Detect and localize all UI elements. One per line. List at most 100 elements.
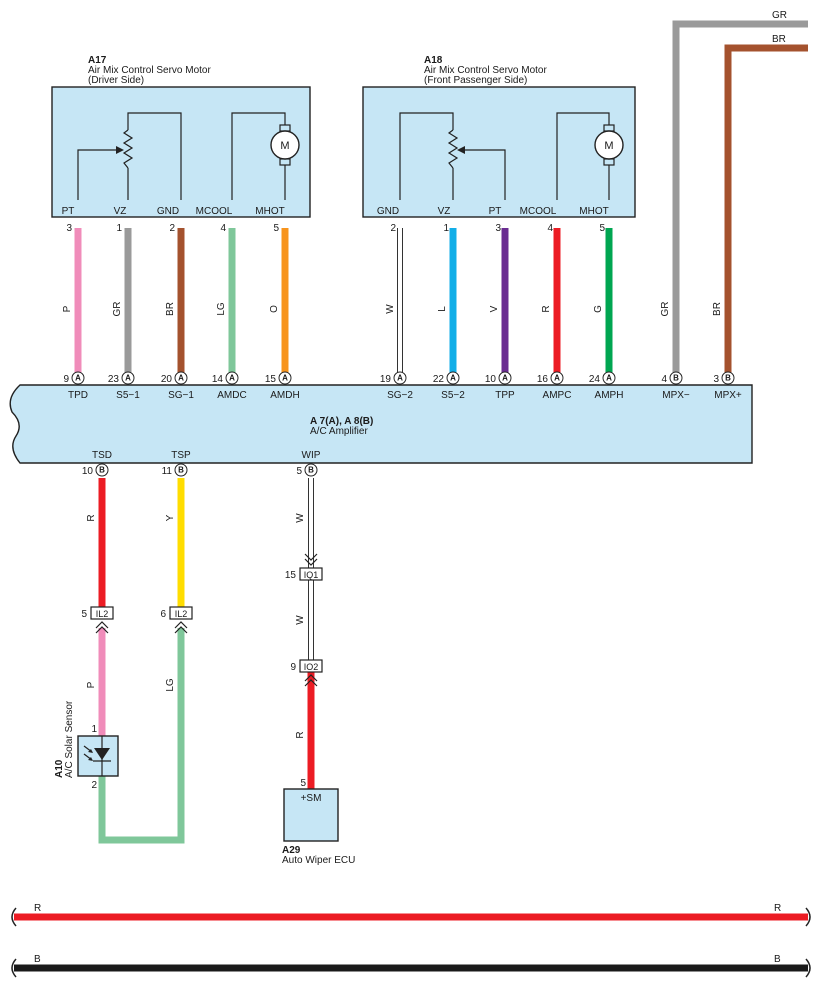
il2-right-pin: 6 bbox=[160, 609, 166, 620]
connector-il2-left: 5 IL2 bbox=[81, 606, 114, 634]
amp-connector-letter: A bbox=[229, 374, 235, 383]
amp-terminal-name: AMDH bbox=[270, 390, 299, 401]
a17-terminal-pt: PT bbox=[62, 206, 75, 217]
wire-color-label: LG bbox=[216, 302, 227, 316]
bus-red-right-label: R bbox=[774, 903, 781, 914]
bus-black-right-label: B bbox=[774, 954, 781, 965]
iq1-pin: 15 bbox=[285, 570, 297, 581]
wire-tsp-lg bbox=[98, 628, 185, 844]
amp-connector-circle bbox=[304, 463, 318, 477]
amp-connector-circle bbox=[669, 371, 683, 385]
connector-il2-right: 6 IL2 bbox=[160, 606, 193, 634]
amp-terminal-name: TSD bbox=[92, 450, 112, 461]
bus-red-left-label: R bbox=[34, 903, 41, 914]
amp-connector-circle bbox=[225, 371, 239, 385]
a17-terminal-mcool: MCOOL bbox=[196, 206, 233, 217]
amp-connector-letter: A bbox=[606, 374, 612, 383]
amp-terminal-name: AMPC bbox=[543, 390, 572, 401]
a17-terminal-gnd: GND bbox=[157, 206, 179, 217]
a18-pin: 5 bbox=[599, 223, 605, 234]
a17-terminals: PT VZ GND MCOOL MHOT bbox=[62, 206, 285, 217]
a29-code: A29 bbox=[282, 845, 301, 856]
il2-left-label: IL2 bbox=[96, 609, 109, 619]
amp-connector-circle bbox=[71, 371, 85, 385]
amp-connector-letter: A bbox=[75, 374, 81, 383]
amp-terminal-name: MPX− bbox=[662, 390, 690, 401]
a18-motor-icon: M bbox=[556, 112, 624, 200]
amp-name: A/C Amplifier bbox=[310, 426, 368, 437]
bus-lines: R R B B bbox=[11, 903, 811, 978]
amp-connector-circle bbox=[95, 463, 109, 477]
a29-pin: 5 bbox=[300, 778, 306, 789]
a18-name: Air Mix Control Servo Motor bbox=[424, 65, 547, 76]
amp-pin-number: 10 bbox=[485, 374, 497, 385]
a18-box bbox=[362, 86, 636, 218]
lower-connectors: 5 IL2 6 IL2 15 IQ1 9 IO2 bbox=[81, 553, 323, 687]
a17-code: A17 bbox=[88, 55, 107, 66]
il2-left-pin: 5 bbox=[81, 609, 87, 620]
photodiode-icon bbox=[83, 736, 111, 776]
amp-connector-letter: B bbox=[725, 374, 731, 383]
amp-terminal-name: S5−2 bbox=[441, 390, 465, 401]
mpx-br-label: BR bbox=[772, 34, 786, 45]
mpx-gr-label: GR bbox=[772, 10, 787, 21]
amp-connector-circle bbox=[174, 463, 188, 477]
a17-terminal-vz: VZ bbox=[114, 206, 127, 217]
amp-pin-number: 22 bbox=[433, 374, 445, 385]
wire-mpx-gr bbox=[672, 20, 808, 378]
amp-connector-circle bbox=[174, 371, 188, 385]
a17-pin: 2 bbox=[169, 223, 175, 234]
a18-side: (Front Passenger Side) bbox=[424, 75, 527, 86]
io2-pin: 9 bbox=[290, 662, 296, 673]
amp-terminal-name: WIP bbox=[302, 450, 321, 461]
connector-io2: 9 IO2 bbox=[290, 659, 323, 687]
a17-potentiometer-icon bbox=[77, 112, 182, 200]
a18-motor-label: M bbox=[604, 140, 613, 152]
a18-potentiometer-icon bbox=[399, 112, 506, 200]
iq1-label: IQ1 bbox=[304, 570, 319, 580]
amp-connector-circle bbox=[121, 371, 135, 385]
wire-color-label: P bbox=[86, 681, 97, 688]
amp-terminal-name: TPD bbox=[68, 390, 88, 401]
amp-terminal-name: MPX+ bbox=[714, 390, 742, 401]
component-a10: 1 2 A10 A/C Solar Sensor bbox=[54, 700, 119, 791]
wire-color-label: R bbox=[86, 514, 97, 521]
amp-connector-letter: A bbox=[502, 374, 508, 383]
a18-wire-colors: W L V R G bbox=[385, 304, 604, 314]
a10-name: A/C Solar Sensor bbox=[64, 700, 75, 778]
amp-connector-letter: A bbox=[554, 374, 560, 383]
lower-wire-labels: R P Y LG W W R bbox=[86, 513, 306, 739]
amp-connector-circle bbox=[721, 371, 735, 385]
amp-connector-circle bbox=[550, 371, 564, 385]
a17-motor-label: M bbox=[280, 140, 289, 152]
wire-color-label: BR bbox=[165, 302, 176, 316]
wire-color-label: LG bbox=[165, 678, 176, 692]
a18-terminal-mhot: MHOT bbox=[579, 206, 608, 217]
wire-color-label: R bbox=[541, 305, 552, 312]
a29-box bbox=[283, 788, 339, 842]
amp-box bbox=[9, 384, 753, 464]
a10-box bbox=[77, 735, 119, 777]
a17-pin: 3 bbox=[66, 223, 72, 234]
amp-pin-number: 23 bbox=[108, 374, 120, 385]
amp-connector-letter: B bbox=[99, 466, 105, 475]
wire-color-label: GR bbox=[112, 302, 123, 317]
amp-pin-number: 14 bbox=[212, 374, 224, 385]
amp-connector-circle bbox=[602, 371, 616, 385]
wire-color-label: P bbox=[62, 305, 73, 312]
wire-color-label: GR bbox=[660, 302, 671, 317]
a29-name: Auto Wiper ECU bbox=[282, 855, 355, 866]
component-a29: 5 +SM A29 Auto Wiper ECU bbox=[282, 778, 355, 866]
a17-terminal-mhot: MHOT bbox=[255, 206, 284, 217]
wire-layer bbox=[14, 20, 808, 972]
a17-side: (Driver Side) bbox=[88, 75, 144, 86]
a18-pin: 4 bbox=[547, 223, 553, 234]
amp-terminal-name: TSP bbox=[171, 450, 191, 461]
mpx-wire-labels: GR BR GR BR bbox=[660, 10, 787, 317]
amp-pin-number: 19 bbox=[380, 374, 392, 385]
amp-connector-letter: A bbox=[282, 374, 288, 383]
wire-color-label: W bbox=[295, 615, 306, 625]
a18-terminal-mcool: MCOOL bbox=[520, 206, 557, 217]
